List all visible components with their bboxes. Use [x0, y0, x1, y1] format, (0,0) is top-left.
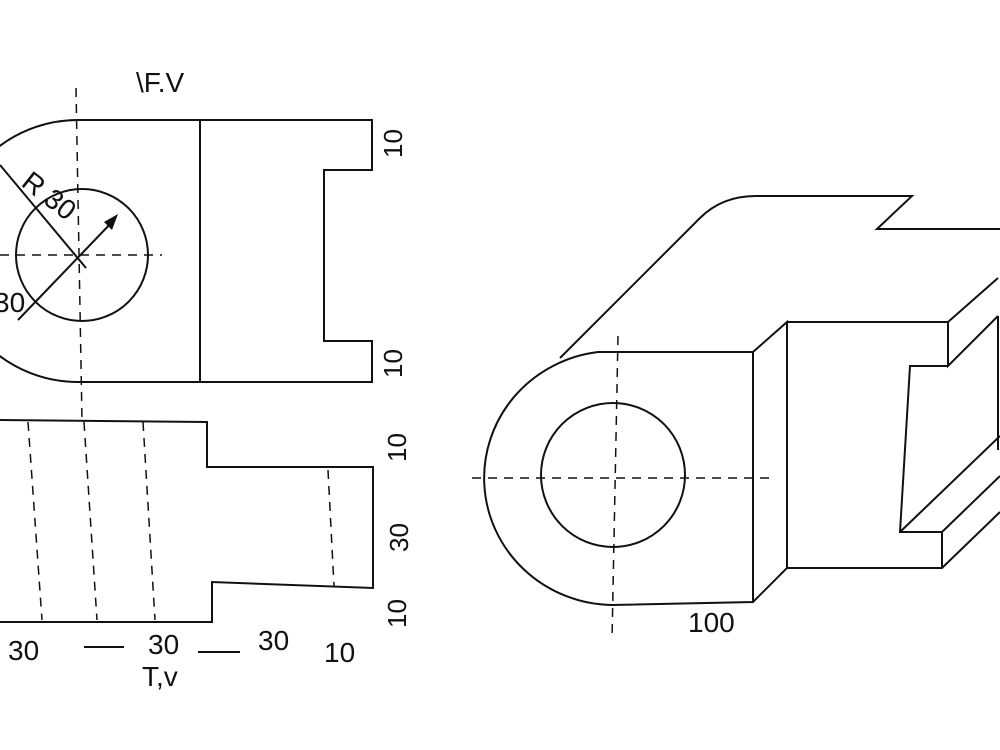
top-hidden-line-3 [142, 421, 156, 621]
top-dim-right-2: 30 [384, 523, 414, 552]
iso-slot [898, 316, 1000, 568]
top-view-title: T,v [142, 661, 178, 692]
iso-length-dimension: 100 [688, 607, 735, 638]
top-hidden-line-4 [327, 469, 335, 587]
front-dim-bottom: 10 [378, 349, 408, 378]
top-dim-right-1: 10 [382, 433, 412, 462]
front-view-title: \F.V [136, 67, 185, 98]
iso-centerline-v [611, 335, 619, 641]
radius-leader [0, 164, 87, 269]
top-dim-bottom-4: 10 [324, 637, 355, 668]
top-dim-right-3: 10 [382, 599, 412, 628]
top-hidden-line-2 [83, 421, 98, 621]
isometric-view: 100 [472, 195, 1000, 641]
top-dim-bottom-1: 30 [8, 635, 39, 666]
diameter-leader [17, 219, 115, 321]
top-view: 10 30 10 30 30 30 10 T,v [0, 419, 414, 692]
iso-top-curve-edge [559, 195, 1000, 359]
top-view-outline [0, 419, 374, 623]
front-view-centerline-v [75, 87, 83, 421]
top-dim-bottom-3: 30 [258, 625, 289, 656]
iso-hole [540, 402, 686, 548]
top-hidden-line-1 [27, 421, 43, 621]
top-dim-bottom-2: 30 [148, 629, 179, 660]
diameter-arrowhead [104, 214, 118, 230]
front-view-outline [0, 119, 373, 383]
diameter-dimension: 30 [0, 287, 25, 318]
iso-middle-block [787, 277, 1000, 569]
iso-step-side [752, 319, 788, 603]
radius-dimension: R 30 [16, 165, 82, 226]
front-view: \F.V R 30 30 10 10 [0, 67, 408, 421]
front-dim-top: 10 [378, 129, 408, 158]
iso-front-face [483, 351, 754, 607]
